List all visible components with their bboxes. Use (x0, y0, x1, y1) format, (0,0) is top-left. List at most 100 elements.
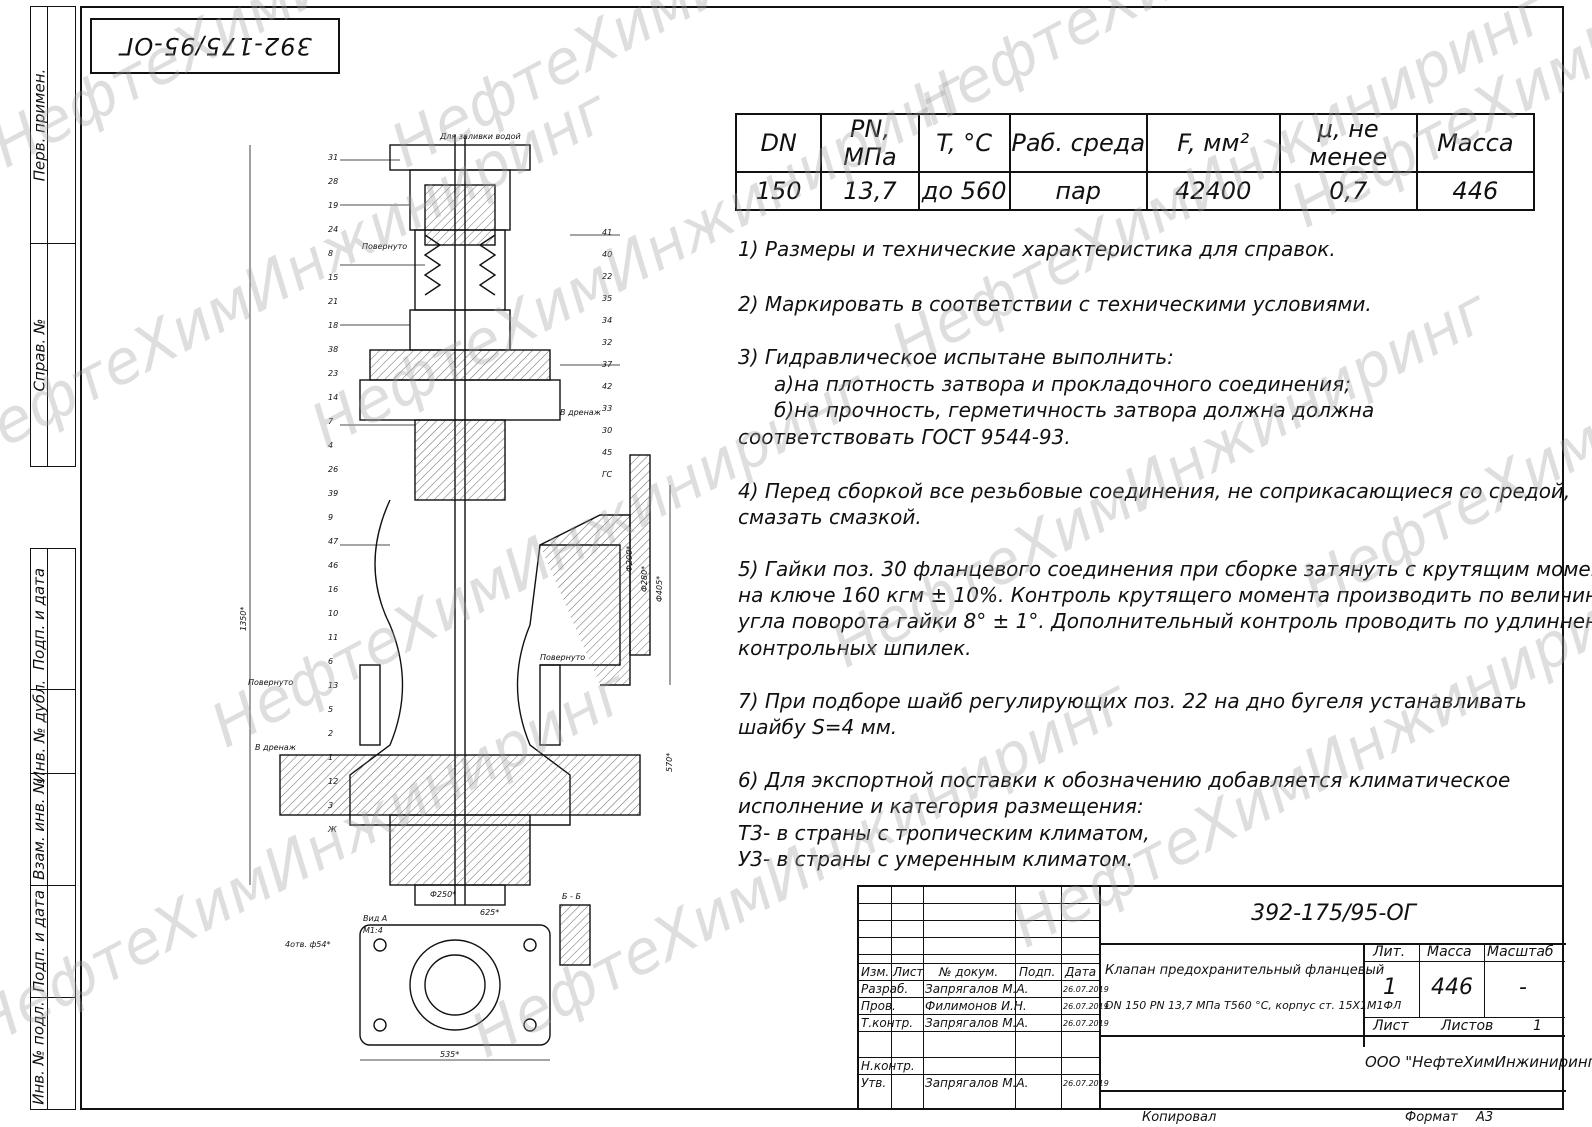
name-tkontr: Запрягалов М.А. (925, 1016, 1029, 1030)
note-6b: исполнение и категория размещения: (738, 794, 1144, 818)
part-number: 12 (328, 777, 338, 786)
label-turned1: Повернуто (362, 242, 407, 251)
note-6c: Т3- в страны с тропическим климатом, (738, 821, 1150, 845)
header-mu: μ, не менее (1278, 113, 1418, 173)
part-number: 41 (602, 228, 612, 237)
part-number: 11 (328, 633, 338, 642)
note-5d: контрольных шпилек. (738, 636, 972, 660)
label-top: Для заливки водой (439, 132, 521, 141)
col-header-doc: № докум. (939, 965, 999, 979)
label-drain2: В дренаж (255, 743, 297, 752)
part-number: 26 (328, 465, 338, 474)
part-number: 35 (602, 294, 612, 303)
part-number: 30 (602, 426, 612, 435)
part-number: 47 (328, 537, 339, 546)
part-number: 6 (328, 657, 333, 666)
role-tkontr: Т.контр. (861, 1016, 914, 1030)
sheet-label: Лист (1373, 1018, 1409, 1034)
rotated-designation-box: 392-175/95-ОГ (90, 18, 340, 74)
part-number: 15 (328, 273, 338, 282)
designation: 392-175/95-ОГ (1251, 901, 1416, 926)
title-block: Изм. Лист № докум. Подп. Дата Разраб. За… (857, 885, 1592, 1110)
header-dn: DN (734, 113, 823, 173)
note-7b: шайбу S=4 мм. (738, 715, 898, 739)
part-number: 16 (328, 585, 338, 594)
part-number: 9 (328, 513, 333, 522)
product-name-2: DN 150 PN 13,7 МПа Т560 °С, корпус ст. 1… (1105, 999, 1402, 1012)
note-5c: угла поворота гайки 8° ± 1°. Дополнитель… (738, 609, 1592, 633)
value-f: 42400 (1145, 171, 1281, 211)
label-section: Б - Б (562, 892, 581, 901)
part-number: 32 (602, 338, 612, 347)
part-number: 34 (602, 316, 612, 325)
part-number: 10 (328, 609, 338, 618)
header-medium: Раб. среда (1008, 113, 1148, 173)
side-label-podp1: Подп. и дата (30, 549, 48, 689)
part-number: 21 (328, 297, 338, 306)
part-number: 3 (328, 801, 333, 810)
side-label-perv: Перв. примен. (30, 7, 48, 243)
col-header-izm: Изм. (861, 965, 890, 979)
value-medium: пар (1008, 171, 1148, 211)
value-t: до 560 (917, 171, 1011, 211)
part-number: 1 (328, 753, 333, 762)
part-number: 4 (328, 441, 333, 450)
side-label-sprav: Справ. № (30, 243, 48, 466)
label-d1: Ф405* (655, 576, 664, 602)
side-column-top: Перв. примен. Справ. № (30, 6, 76, 467)
company: ООО "НефтеХимИнжиниринг" (1365, 1053, 1592, 1071)
col-header-podp: Подп. (1019, 965, 1056, 979)
part-number: ГС (602, 470, 612, 479)
scale-label: Масштаб (1487, 944, 1554, 960)
part-number: 38 (328, 345, 338, 354)
title-right: 392-175/95-ОГ Клапан предохранительный ф… (1099, 887, 1592, 1110)
header-t: T, °C (917, 113, 1011, 173)
label-w2: 625* (480, 908, 499, 917)
date-razrab: 26.07.2019 (1063, 985, 1109, 994)
part-number: 24 (328, 225, 338, 234)
role-utv: Утв. (861, 1076, 887, 1090)
name-utv: Запрягалов М.А. (925, 1076, 1029, 1090)
value-dn: 150 (734, 171, 823, 211)
label-drain1: В дренаж (560, 408, 602, 417)
note-7: 7) При подборе шайб регулирующих поз. 22… (738, 689, 1527, 713)
col-header-list: Лист (893, 965, 924, 979)
params-header-row: DN PN, МПа T, °C Раб. среда F, мм² μ, не… (734, 113, 1536, 173)
value-mass: 446 (1415, 171, 1536, 211)
date-prov: 26.07.2019 (1063, 1002, 1109, 1011)
scale-value: - (1519, 975, 1527, 1000)
title-left-grid: Изм. Лист № докум. Подп. Дата Разраб. За… (859, 887, 1109, 1110)
header-pn: PN, МПа (820, 113, 920, 173)
note-4: 4) Перед сборкой все резьбовые соединени… (738, 479, 1571, 503)
part-number: 45 (602, 448, 612, 457)
label-h-total: 1350* (240, 607, 248, 631)
part-number: 18 (328, 321, 338, 330)
side-label-inv-podl: Инв. № подл. (30, 997, 48, 1109)
role-nkontr: Н.контр. (861, 1059, 915, 1073)
value-pn: 13,7 (820, 171, 920, 211)
note-5b: на ключе 160 кгм ± 10%. Контроль крутяще… (738, 583, 1592, 607)
part-number: 19 (328, 201, 338, 210)
header-mass: Масса (1415, 113, 1536, 173)
label-view: Вид А (363, 914, 387, 923)
valve-drawing: Для заливки водой Вид А М1:4 Б - Б В дре… (240, 132, 674, 1061)
note-3c: соответствовать ГОСТ 9544-93. (738, 425, 1071, 449)
part-number: 14 (328, 393, 338, 402)
label-turned3: Повернуто (248, 678, 293, 687)
label-view-scale: М1:4 (363, 926, 383, 935)
label-holes: 4отв. ф54* (285, 940, 330, 949)
part-number: 39 (328, 489, 338, 498)
value-mu: 0,7 (1278, 171, 1418, 211)
copied-label: Копировал (1142, 1110, 1217, 1125)
mass-label: Масса (1427, 944, 1472, 960)
part-number: 7 (328, 417, 334, 426)
side-label-podp2: Подп. и дата (30, 885, 48, 997)
name-prov: Филимонов И.Н. (925, 999, 1027, 1013)
part-number: 2 (328, 729, 333, 738)
part-number: 42 (602, 382, 612, 391)
part-number: 37 (602, 360, 613, 369)
name-razrab: Запрягалов М.А. (925, 982, 1029, 996)
label-h-flange: 570* (665, 753, 674, 772)
part-number: 22 (602, 272, 612, 281)
